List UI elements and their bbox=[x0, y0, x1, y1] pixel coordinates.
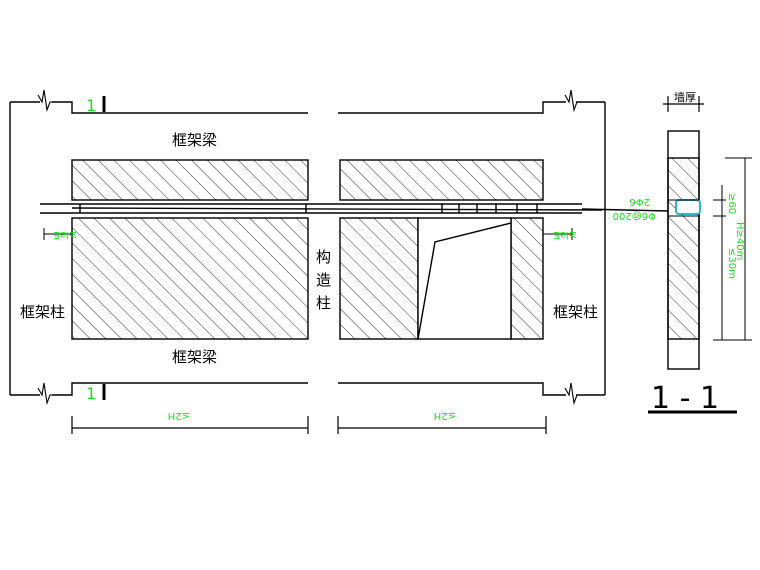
rebar-label-1: 2Φ6 bbox=[629, 196, 650, 207]
section-mark-bottom: 1 bbox=[86, 384, 96, 403]
dim-left-label: ≤2H bbox=[168, 410, 190, 421]
frame-outline bbox=[9, 101, 606, 396]
masonry-block-lower-right bbox=[510, 217, 544, 340]
masonry-blocks bbox=[71, 159, 544, 340]
masonry-block-upper-left bbox=[71, 159, 309, 201]
section-1-1 bbox=[663, 96, 752, 370]
wall-opening bbox=[417, 217, 512, 340]
lae-left-label: ≥laE bbox=[53, 229, 77, 240]
constr-col-char-2: 造 bbox=[316, 271, 331, 289]
dim-right-label: ≤2H bbox=[434, 410, 456, 421]
dim-h30-label: ≤30m bbox=[726, 248, 737, 279]
reinforcement-band bbox=[40, 203, 669, 214]
anchorage-annotations bbox=[43, 228, 573, 240]
dim-h40-label: H≥40m bbox=[734, 222, 745, 260]
lae-right-label: ≥laE bbox=[553, 229, 577, 240]
masonry-block-lower-left bbox=[71, 217, 309, 340]
bottom-dimensions bbox=[71, 416, 547, 434]
constr-col-char-1: 构 bbox=[316, 248, 331, 266]
masonry-block-lower-mid bbox=[339, 217, 419, 340]
section-rebar-cage bbox=[675, 199, 701, 215]
wall-thickness-label: 墙厚 bbox=[674, 90, 696, 104]
section-title: 1 - 1 bbox=[651, 381, 719, 416]
section-mark-top: 1 bbox=[86, 96, 96, 115]
frame-column-left-label: 框架柱 bbox=[20, 303, 65, 321]
dim-60-label: ≥60 bbox=[726, 193, 737, 214]
frame-beam-bottom-label: 框架梁 bbox=[172, 348, 217, 366]
masonry-block-upper-right bbox=[339, 159, 544, 201]
opening-slant-line bbox=[417, 222, 512, 340]
frame-beam-top-label: 框架梁 bbox=[172, 131, 217, 149]
constr-col-char-3: 柱 bbox=[316, 294, 331, 312]
break-symbols bbox=[37, 89, 581, 406]
frame-column-right-label: 框架柱 bbox=[553, 303, 598, 321]
rebar-label-2: Φ6@200 bbox=[613, 210, 656, 221]
